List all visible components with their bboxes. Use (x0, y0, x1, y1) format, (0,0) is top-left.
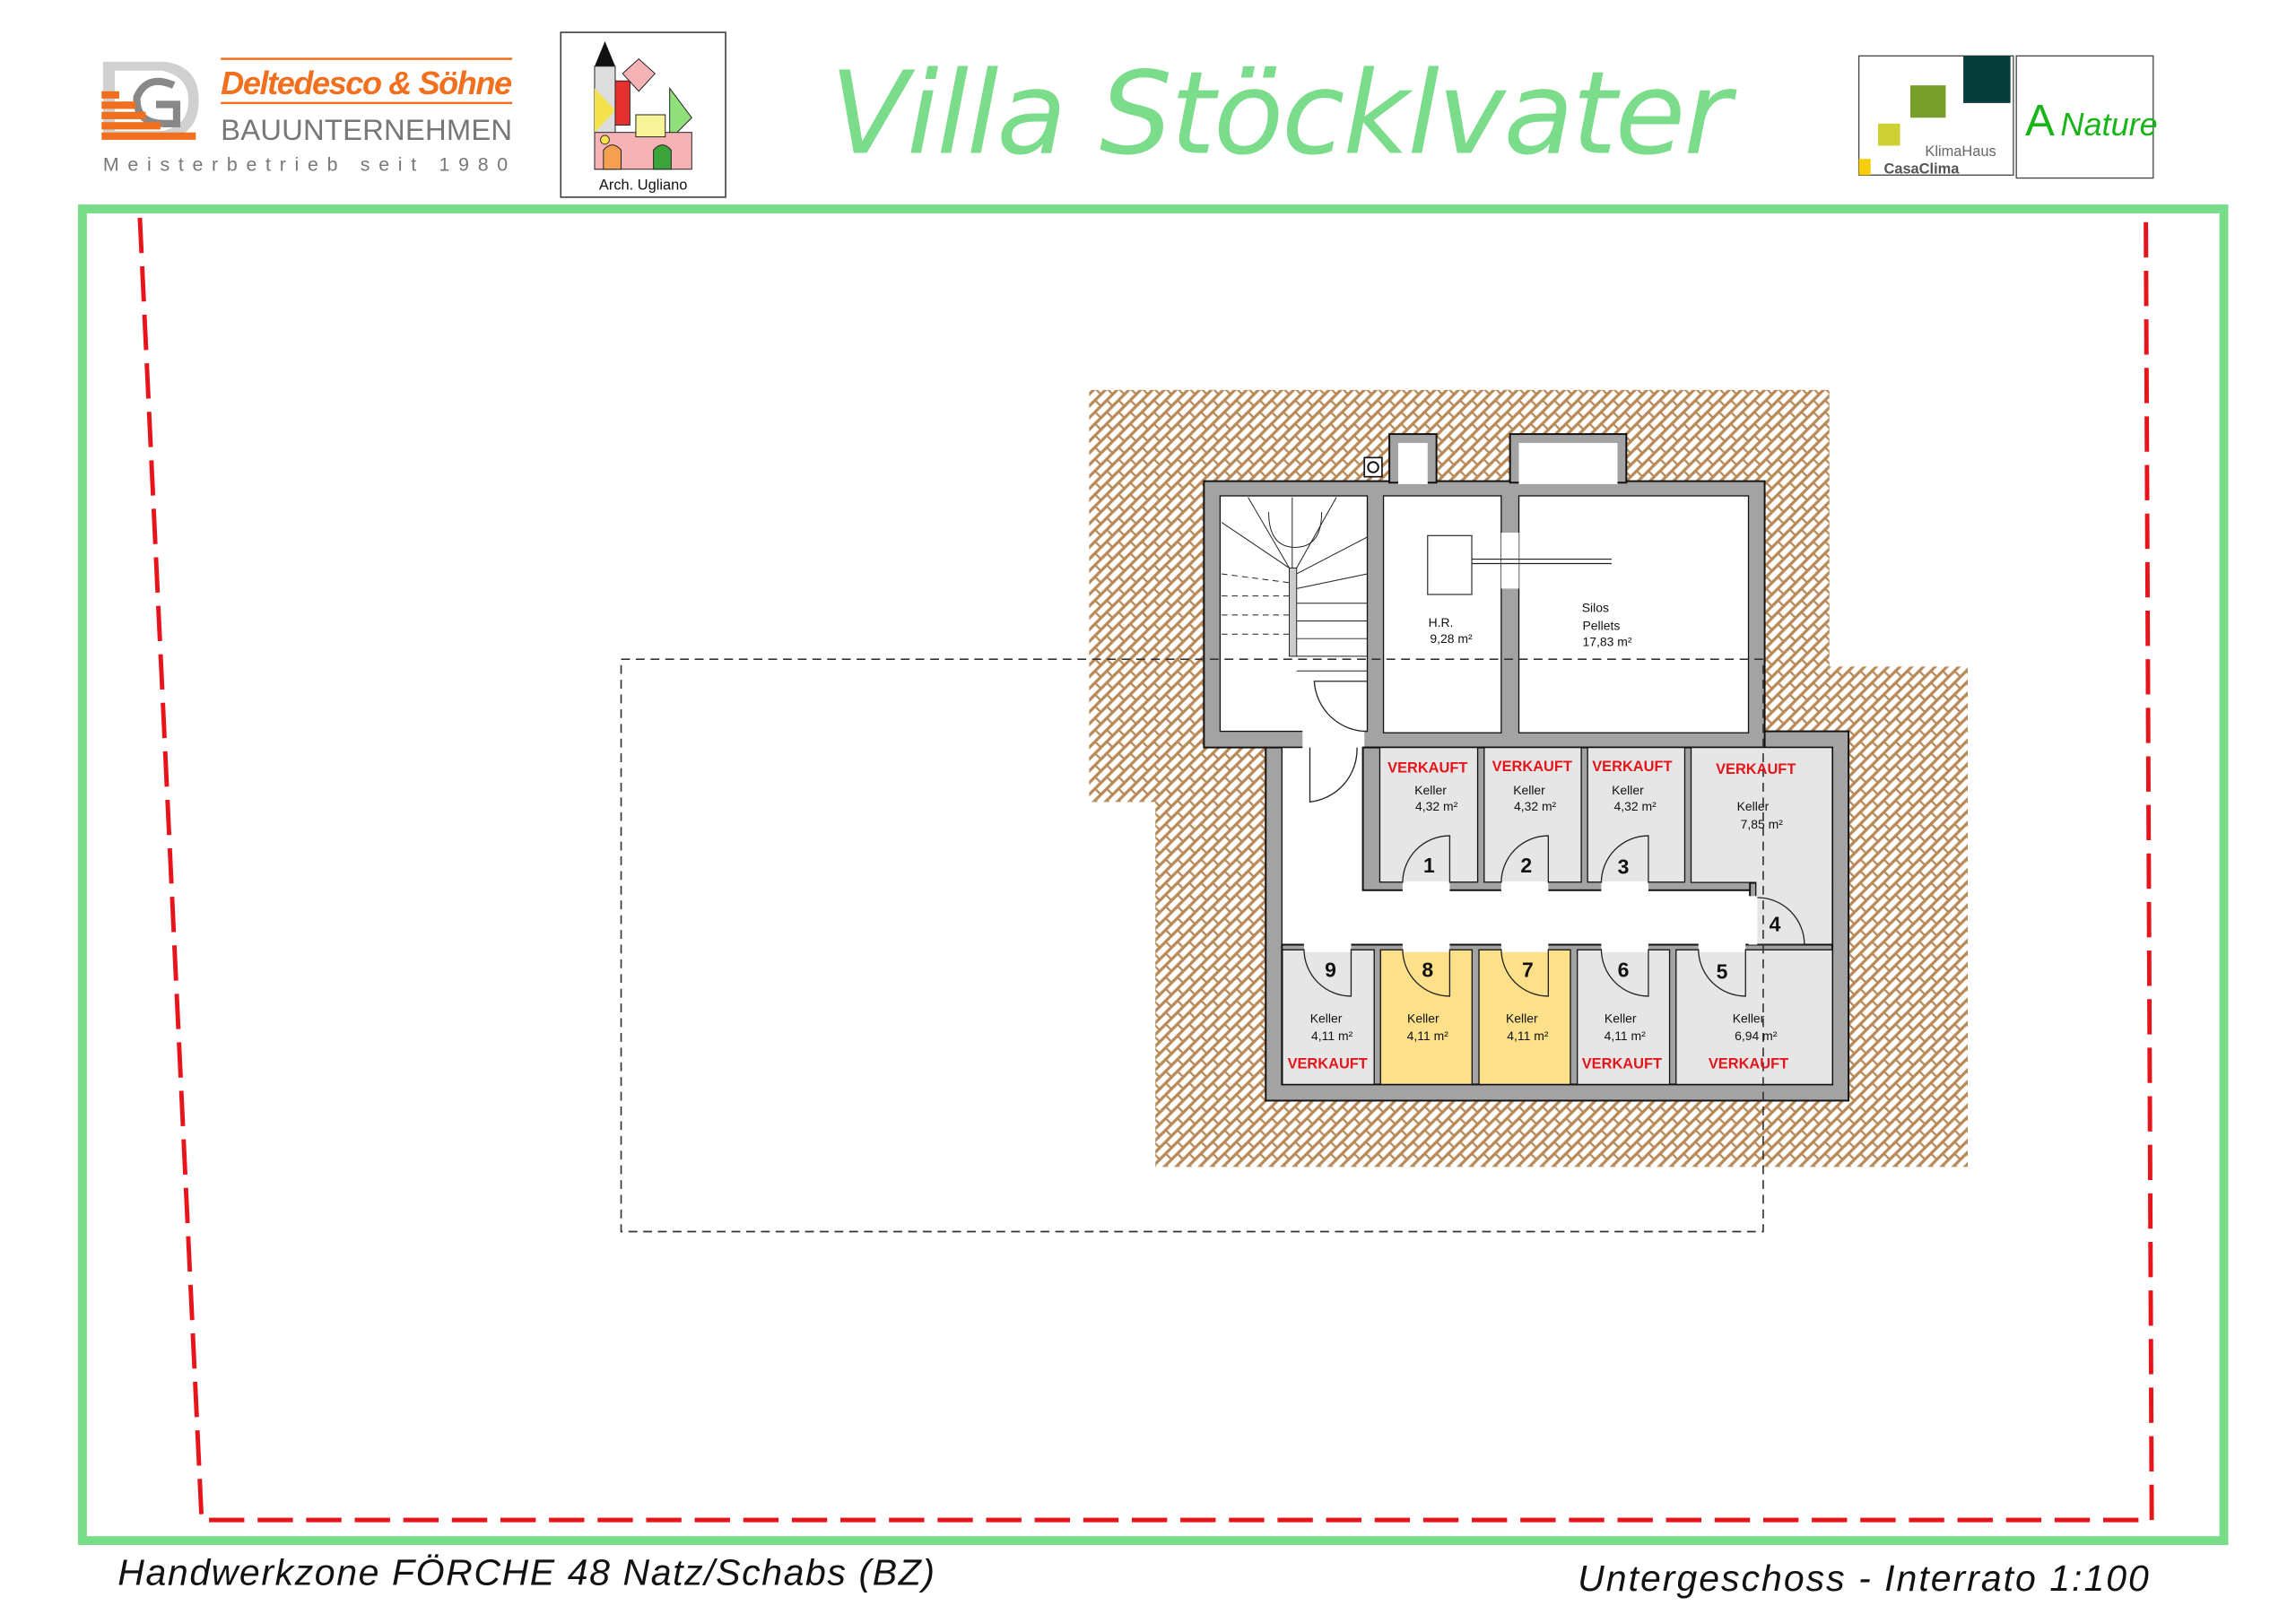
architect-name: Arch. Ugliano (599, 178, 687, 194)
floor-scale-label: Untergeschoss - Interrato 1:100 (1578, 1558, 2149, 1599)
cellar-area: 7,85 m² (1741, 817, 1784, 831)
page-title: Villa Stöcklvater (831, 48, 1738, 181)
cellar-1 (1378, 746, 1479, 883)
cellar-status: VERKAUFT (1387, 760, 1467, 777)
room-name: Pellets (1582, 618, 1620, 632)
boiler (1427, 534, 1473, 595)
cellar-number: 9 (1325, 959, 1336, 982)
stairs (1221, 497, 1368, 672)
cellar-9 (1282, 949, 1375, 1086)
cellar-name: Keller (1513, 783, 1545, 797)
cellar-8 (1379, 949, 1474, 1086)
klimahaus-text: KlimaHaus (1925, 143, 1996, 160)
cellar-area: 4,11 m² (1507, 1028, 1549, 1043)
cellar-area: 4,32 m² (1514, 799, 1557, 813)
cellar-number: 6 (1618, 959, 1630, 982)
casaclima-text: CasaClima (1883, 161, 1960, 178)
cellar-number: 3 (1618, 855, 1630, 879)
cellar-name: Keller (1407, 1011, 1439, 1025)
cellar-area: 6,94 m² (1735, 1028, 1778, 1043)
deltedesco-logo (101, 61, 199, 140)
cellar-status: VERKAUFT (1592, 759, 1672, 775)
company-type: BAUUNTERNEHMEN (221, 113, 512, 146)
architect-logo: Arch. Ugliano (560, 31, 726, 198)
cellar-name: Keller (1605, 1011, 1637, 1025)
klimahaus-logo: KlimaHaus CasaClima (1857, 55, 2014, 178)
room-name: Silos (1582, 601, 1609, 615)
cellar-status: VERKAUFT (1582, 1055, 1662, 1072)
cellar-number: 2 (1520, 854, 1532, 877)
upper-floor-outline (620, 658, 1764, 1233)
cellar-2 (1483, 746, 1582, 883)
cellar-name: Keller (1737, 799, 1770, 813)
cellar-number: 8 (1422, 959, 1433, 982)
property-boundary (137, 214, 2154, 1523)
energy-class-label: Nature (2060, 106, 2157, 143)
company-name: Deltedesco & Söhne (221, 65, 512, 101)
room-name: H.R. (1429, 615, 1454, 629)
basement-plan (1203, 433, 1850, 1102)
cellar-status: VERKAUFT (1716, 761, 1796, 777)
cellar-status: VERKAUFT (1492, 759, 1572, 775)
cellar-number: 7 (1522, 959, 1534, 982)
cellar-5 (1675, 949, 1833, 1086)
cellar-number: 4 (1770, 913, 1781, 936)
cellar-number: 5 (1717, 959, 1728, 983)
cellar-number: 1 (1423, 854, 1435, 877)
energy-class-letter: A (2025, 96, 2055, 145)
sheet-frame (78, 204, 2229, 1546)
room-silos (1518, 495, 1750, 733)
company-tagline: Meisterbetrieb seit 1980 (103, 153, 512, 175)
cellar-status: VERKAUFT (1288, 1055, 1368, 1072)
cellar-area: 4,32 m² (1614, 799, 1657, 813)
room-labels: H.R. 9,28 m² Silos Pellets 17,83 m² VERK… (1288, 601, 1796, 1072)
cellar-name: Keller (1733, 1011, 1765, 1025)
cellar-name: Keller (1310, 1011, 1343, 1025)
project-location: Handwerkzone FÖRCHE 48 Natz/Schabs (BZ) (117, 1551, 935, 1593)
cellar-area: 4,11 m² (1605, 1028, 1647, 1043)
cellar-status: VERKAUFT (1709, 1055, 1788, 1072)
cellar-name: Keller (1506, 1011, 1538, 1025)
room-area: 9,28 m² (1430, 631, 1473, 646)
cellar-area: 4,32 m² (1415, 799, 1458, 813)
door-swings (1303, 835, 1805, 997)
cellar-area: 4,11 m² (1311, 1028, 1353, 1043)
cellar-name: Keller (1612, 783, 1644, 797)
energy-class-badge: A Nature (2015, 55, 2158, 179)
room-area: 17,83 m² (1582, 634, 1631, 648)
cellar-7 (1478, 949, 1571, 1086)
cellar-name: Keller (1414, 783, 1447, 797)
cellar-area: 4,11 m² (1407, 1028, 1449, 1043)
cellar-6 (1577, 949, 1671, 1086)
